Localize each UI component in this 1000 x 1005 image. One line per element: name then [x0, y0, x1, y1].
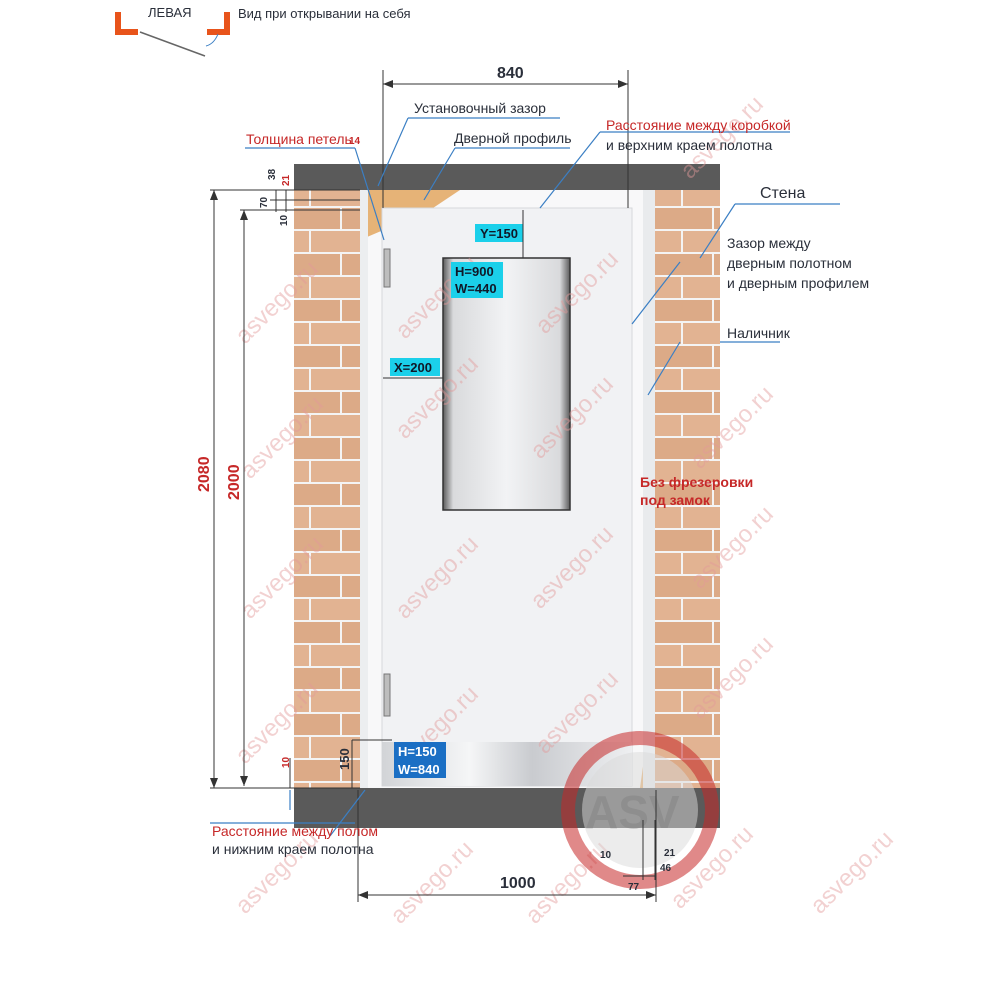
dim-prof-21: 21 [664, 848, 676, 859]
window-y-box [475, 210, 524, 258]
callout-casing: Наличник [727, 325, 791, 341]
window-x-box [383, 358, 443, 379]
variant-label: ЛЕВАЯ [148, 5, 192, 20]
brick-wall-left [294, 190, 360, 788]
dim-840: 840 [497, 65, 524, 82]
dim-70: 70 [259, 196, 270, 208]
note-no-lock-1: Без фрезеровки [640, 474, 753, 490]
brick-wall-right [655, 190, 720, 788]
watermark: asvego.ru [805, 826, 899, 920]
window-width: W=440 [455, 281, 497, 296]
callout-hinge-thickness: Толщина петель [246, 131, 352, 147]
watermark: asvego.ru [230, 826, 324, 920]
kick-plate-height: H=150 [398, 744, 437, 759]
callout-leaf-gap-2: дверным полотном [727, 255, 852, 271]
dim-150: 150 [337, 748, 352, 770]
dim-prof-10: 10 [600, 850, 612, 861]
callout-leaf-gap-3: и дверным профилем [727, 275, 869, 291]
dim-profile-detail [623, 820, 656, 880]
dim-38: 38 [267, 168, 278, 180]
callout-top-gap-1: Расстояние между коробкой [606, 117, 791, 133]
callout-leaf-gap-1: Зазор между [727, 235, 811, 251]
hinge-top [383, 248, 391, 288]
note-no-lock-2: под замок [640, 492, 711, 508]
dim-left-heights [210, 189, 392, 810]
logo-text: ASV [585, 786, 680, 838]
dim-bottom-width [357, 790, 657, 902]
window-y-offset: Y=150 [480, 226, 518, 241]
callout-lines [210, 117, 840, 837]
callout-hinge-value: 14 [349, 136, 361, 147]
callout-floor-gap-1: Расстояние между полом [212, 823, 378, 839]
watermark: asvego.ru [385, 836, 479, 930]
callout-floor-gap-2: и нижним краем полотна [212, 841, 374, 857]
window-x-offset: X=200 [394, 360, 432, 375]
callout-wall: Стена [760, 185, 805, 202]
window-height: H=900 [455, 264, 494, 279]
kick-plate-box [394, 742, 446, 778]
callout-top-gap-2: и верхним краем полотна [606, 137, 772, 153]
dim-2000: 2000 [226, 464, 243, 500]
dim-10-top: 10 [279, 214, 290, 226]
dim-21: 21 [281, 174, 292, 186]
dim-prof-46: 46 [660, 863, 672, 874]
dim-1000: 1000 [500, 875, 536, 892]
dim-10-bottom: 10 [281, 756, 292, 768]
view-caption: Вид при открывании на себя [238, 6, 411, 21]
asv-logo: ASV [561, 731, 719, 889]
window-size-box [451, 262, 503, 298]
door-window [442, 257, 571, 511]
dim-top-width [382, 70, 629, 208]
wall-top-slab [294, 164, 720, 190]
hinge-bottom [383, 673, 391, 717]
dim-prof-77: 77 [628, 882, 640, 893]
callout-door-profile: Дверной профиль [454, 130, 572, 146]
callout-install-gap: Установочный зазор [414, 100, 546, 116]
dim-2080: 2080 [196, 456, 213, 492]
kick-plate-width: W=840 [398, 762, 440, 777]
opening-direction-icon [115, 12, 230, 57]
